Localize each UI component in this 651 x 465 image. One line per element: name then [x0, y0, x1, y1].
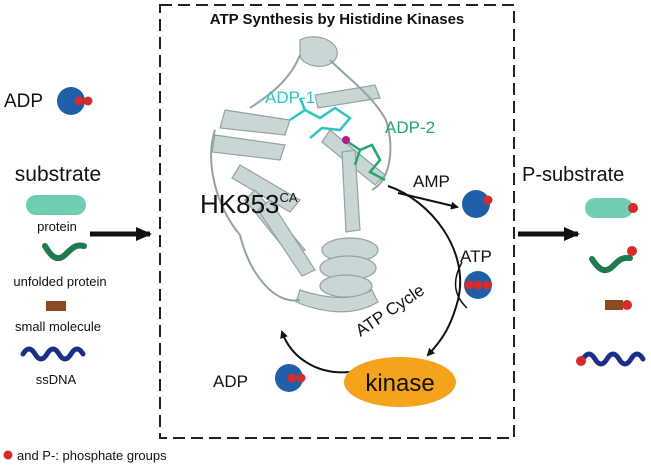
p-ssdna-phosphate-icon — [576, 356, 586, 366]
atp-phosphate-icon-2 — [473, 280, 483, 290]
magnesium-ion — [342, 136, 350, 144]
amp-nucleotide-icon — [462, 190, 490, 218]
kinase-label: kinase — [365, 370, 434, 397]
footnote-text: and P-: phosphate groups — [17, 448, 167, 463]
adp-1-ligand-sticks — [289, 97, 352, 139]
substrate-item-small-molecule: small molecule — [15, 319, 101, 334]
small-molecule-icon — [46, 301, 66, 311]
panel-title: ATP Synthesis by Histidine Kinases — [210, 11, 465, 28]
ssdna-icon — [20, 346, 86, 362]
p-unfolded-protein-icon — [589, 254, 633, 274]
atp-connector — [454, 261, 468, 309]
cycle-adp-phosphate-icon-2 — [296, 373, 306, 383]
amp-label: AMP — [413, 172, 450, 191]
left-adp-label: ADP — [4, 91, 43, 112]
adp-2-label: ADP-2 — [385, 118, 435, 137]
cycle-adp-label: ADP — [213, 372, 248, 391]
p-small-molecule-icon — [605, 300, 623, 310]
adp-2-ligand-sticks — [344, 138, 386, 182]
kinase-ellipse — [344, 357, 456, 407]
atp-label: ATP — [460, 247, 492, 266]
protein-name-label: HK853CA — [200, 189, 298, 219]
p-protein-phosphate-icon — [628, 203, 638, 213]
cycle-arc-right — [387, 185, 462, 357]
p-ssdna-icon — [580, 351, 646, 367]
unfolded-protein-icon — [42, 242, 87, 262]
cycle-arc-left — [280, 330, 351, 374]
p-small-molecule-phosphate-icon — [622, 300, 632, 310]
protein-substrate-icon — [26, 195, 86, 215]
adp-1-label: ADP-1 — [265, 88, 315, 107]
cycle-adp-phosphate-icon-1 — [287, 373, 297, 383]
atp-phosphate-icon-1 — [464, 280, 474, 290]
left-adp-phosphate-icon-2 — [83, 96, 93, 106]
substrate-heading: substrate — [15, 163, 101, 186]
atp-phosphate-icon-3 — [482, 280, 492, 290]
p-protein-icon — [585, 198, 633, 218]
p-unfolded-phosphate-icon — [627, 246, 637, 256]
substrate-item-protein: protein — [37, 219, 77, 234]
left-adp-nucleotide-icon — [57, 87, 85, 115]
p-substrate-heading: P-substrate — [522, 164, 624, 186]
protein-ribbon-structure — [211, 36, 386, 313]
amp-phosphate-icon — [483, 195, 493, 205]
footnote-phosphate-icon — [3, 450, 13, 460]
substrate-item-ssdna: ssDNA — [36, 372, 77, 387]
protein-loops — [210, 54, 392, 302]
dashed-panel-border — [159, 4, 515, 439]
amp-release-arrow — [397, 192, 459, 210]
left-adp-phosphate-icon-1 — [74, 96, 84, 106]
substrate-item-unfolded-protein: unfolded protein — [13, 274, 106, 289]
